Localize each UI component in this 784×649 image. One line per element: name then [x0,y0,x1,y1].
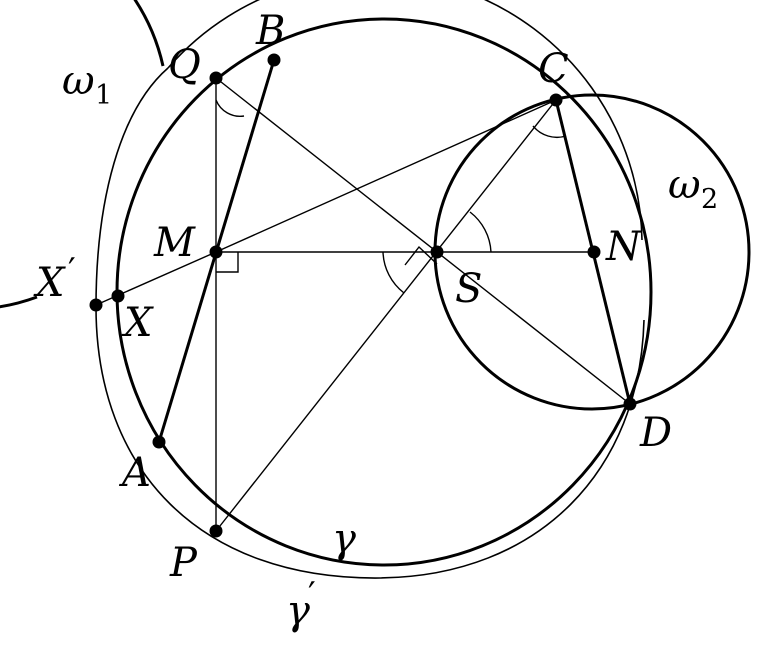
label-C: C [538,46,569,92]
label-Xprime-mark: ′ [68,251,76,291]
angle-mark-C [532,125,567,139]
point-M [209,245,223,259]
label-A: A [118,450,151,496]
label-omega2: ω [668,162,701,208]
point-P [209,524,223,538]
label-M: M [153,220,196,266]
label-omega2-subscript: 2 [701,184,718,215]
construction-lines [95,77,631,532]
circle-gamma [115,17,653,567]
angle-marks [215,99,567,294]
point-Xprime [89,298,103,312]
points [89,53,637,538]
label-N: N [605,224,643,270]
label-gamma-prime: γ [286,588,310,634]
label-X: X [121,300,154,346]
right-angle-S [404,245,438,266]
point-S [430,245,444,259]
label-omega1-subscript: 1 [95,80,112,111]
label-Q: Q [168,42,201,88]
line-Q-D [215,77,631,405]
circle-omega1 [0,0,165,309]
right-angle-M [216,252,239,273]
point-D [623,397,637,411]
label-Xprime: X [33,260,66,306]
angle-mark-Q [215,99,245,117]
circle-gamma-prime [167,0,643,241]
point-A [152,435,166,449]
label-gamma-prime-mark: ′ [308,575,316,615]
label-S: S [455,266,482,312]
label-omega1: ω [62,58,95,104]
label-B: B [255,8,285,54]
label-D: D [639,410,672,456]
circle-gamma-prime-lower [95,306,645,579]
point-C [549,93,563,107]
line-P-C [215,99,557,532]
point-X [111,289,125,303]
label-gamma: γ [332,516,356,562]
label-P: P [169,540,198,586]
angle-mark-S-upper [469,211,492,253]
point-Q [209,71,223,85]
circles [0,0,751,579]
thick-segments [157,59,632,443]
angle-mark-S-lower [382,251,405,294]
circle-gamma-prime-left [95,67,169,308]
point-labels: Q B C M S N X ′ X A D P [33,8,672,586]
circle-labels: ω 1 ω 2 γ γ ′ [62,58,718,634]
point-B [267,53,281,67]
point-N [587,245,601,259]
line-M-C [215,99,557,253]
